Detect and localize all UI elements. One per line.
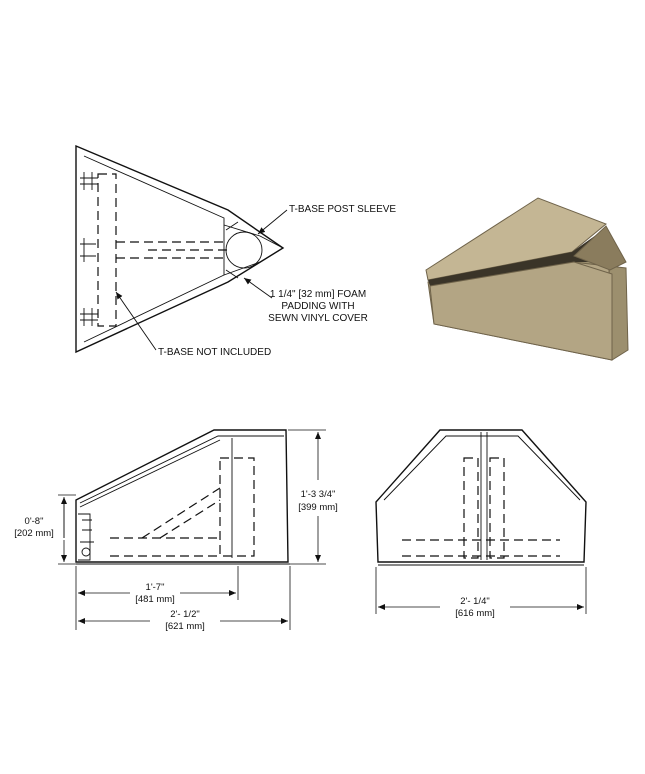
dim-width-total: 2'- 1/4" xyxy=(460,596,489,607)
callout-foam-line3: SEWN VINYL COVER xyxy=(268,313,368,324)
t-base-hidden xyxy=(80,172,228,327)
dim-height-total: 1'-3 3/4" xyxy=(301,489,336,500)
side-view xyxy=(75,429,290,565)
dim-depth-total: 2'- 1/2" xyxy=(170,609,199,620)
isometric-view xyxy=(425,197,629,361)
callout-foam-line2: PADDING WITH xyxy=(281,301,354,312)
callout-foam-line1: 1 1/4" [32 mm] FOAM xyxy=(270,289,366,300)
dim-depth-inner: 1'-7" xyxy=(146,582,165,593)
dim-height-total-mm: [399 mm] xyxy=(298,502,338,513)
dim-height-small: 0'-8" xyxy=(25,516,44,527)
dimension-lines xyxy=(58,429,587,630)
post-sleeve xyxy=(223,221,284,279)
dim-height-small-mm: [202 mm] xyxy=(14,528,54,539)
dim-width-total-mm: [616 mm] xyxy=(455,608,495,619)
callout-post-sleeve: T-BASE POST SLEEVE xyxy=(289,204,396,215)
front-view xyxy=(375,429,587,566)
dim-depth-total-mm: [621 mm] xyxy=(165,621,205,632)
callout-tbase: T-BASE NOT INCLUDED xyxy=(158,347,271,358)
dim-depth-inner-mm: [481 mm] xyxy=(135,594,175,605)
top-view xyxy=(75,144,288,354)
